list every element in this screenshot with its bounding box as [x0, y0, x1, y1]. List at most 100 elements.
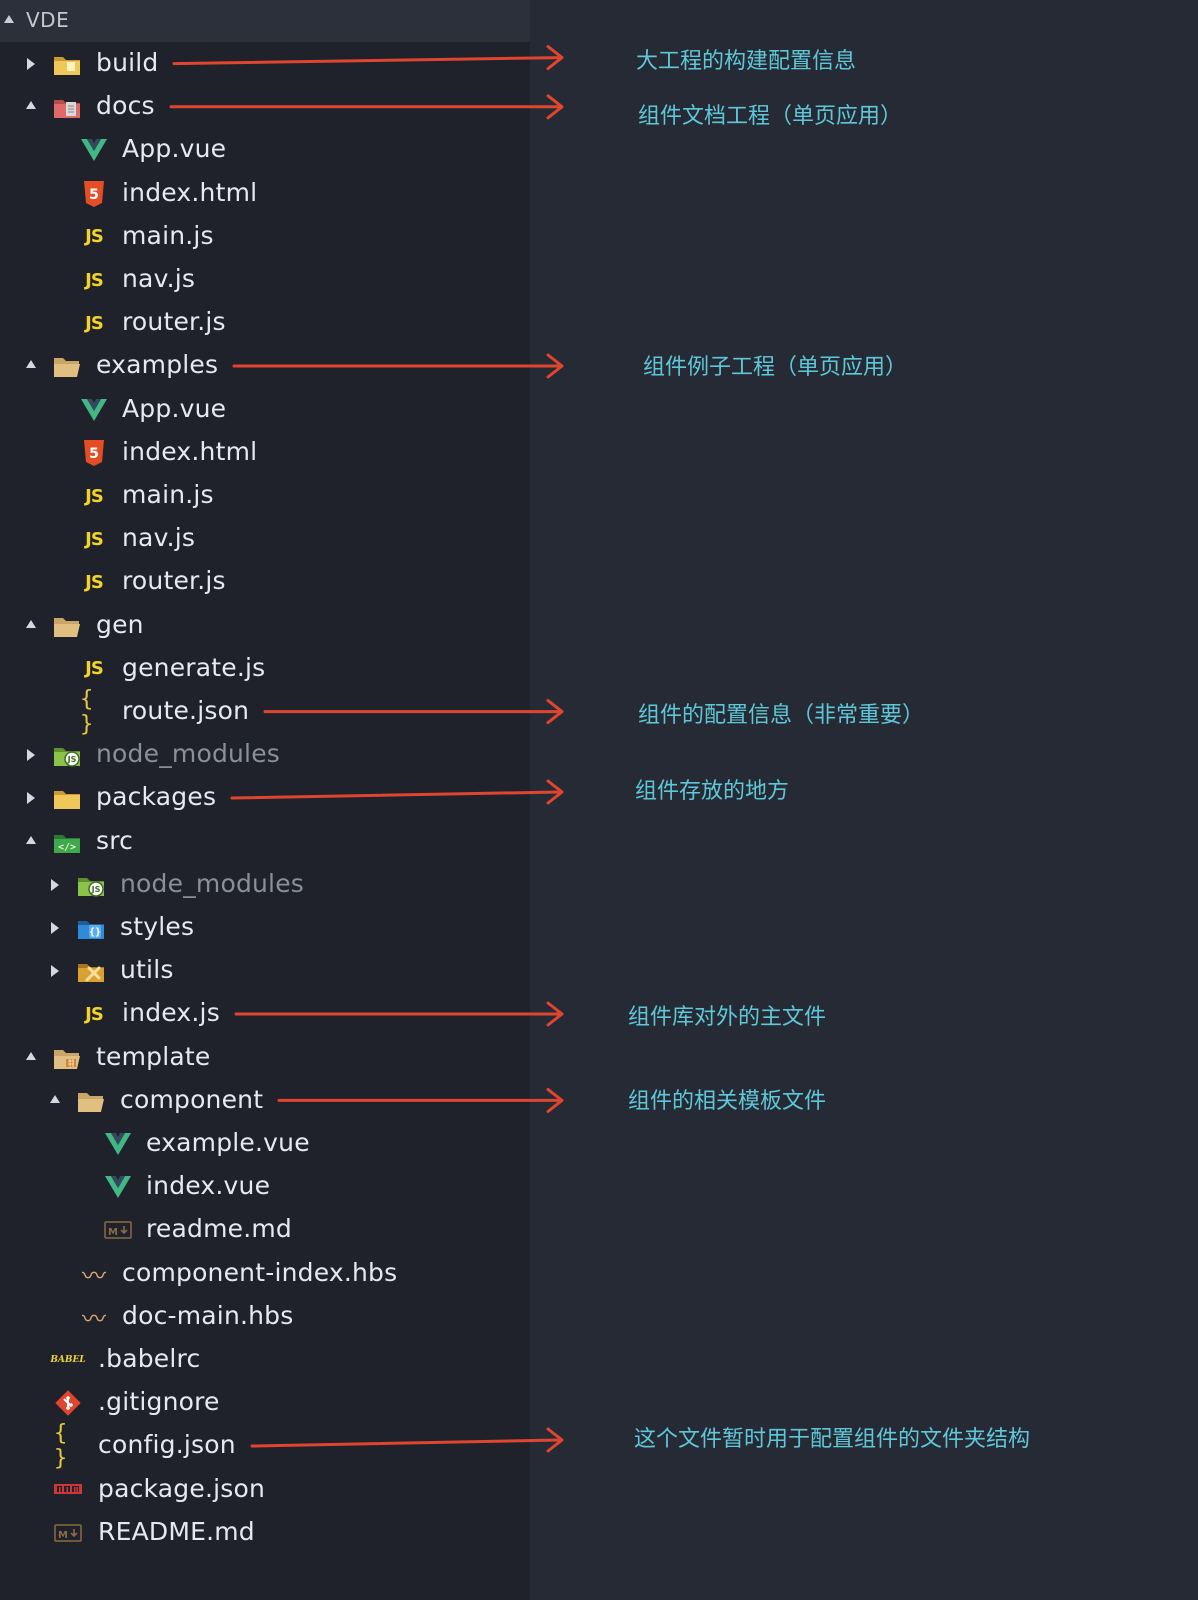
tree-item-src[interactable]: </> src	[0, 820, 530, 864]
utils-folder-icon	[77, 958, 105, 984]
markdown-icon: M	[104, 1217, 132, 1243]
tree-item-label: node_modules	[120, 868, 305, 898]
tree-item-label: route.json	[122, 696, 250, 725]
tree-item-package-json[interactable]: package.json	[0, 1468, 530, 1512]
svg-text:M: M	[58, 1530, 68, 1541]
tree-item-label: router.js	[122, 566, 226, 596]
build-folder-icon	[53, 51, 81, 77]
tree-item-label: nav.js	[122, 523, 196, 553]
expanded-arrow-icon[interactable]	[26, 101, 36, 110]
collapsed-arrow-icon[interactable]	[51, 878, 59, 891]
expanded-arrow-icon[interactable]	[26, 835, 36, 844]
js-icon: JS	[85, 1003, 104, 1025]
collapsed-arrow-icon[interactable]	[27, 58, 35, 70]
tree-item-label: README.md	[98, 1516, 255, 1546]
tree-item-babelrc[interactable]: BABEL.babelrc	[0, 1338, 530, 1382]
annotation-text: 组件库对外的主文件	[628, 1005, 827, 1030]
markdown-icon: M	[54, 1520, 82, 1546]
html5-icon: 5	[80, 439, 108, 466]
tree-item-label: utils	[120, 955, 174, 985]
expanded-arrow-icon[interactable]	[50, 1094, 60, 1103]
tree-item-app-vue[interactable]: App.vue	[0, 128, 530, 172]
collapsed-arrow-icon[interactable]	[27, 749, 35, 762]
tree-item-example-vue[interactable]: example.vue	[0, 1122, 530, 1166]
collapsed-arrow-icon[interactable]	[27, 792, 35, 805]
expanded-arrow-icon[interactable]	[26, 360, 36, 369]
tree-item-label: docs	[96, 91, 155, 121]
tree-item-label: build	[96, 48, 159, 77]
vue-icon	[80, 397, 108, 423]
tree-item-generate-js[interactable]: JS generate.js	[0, 647, 530, 691]
tree-item-gitignore[interactable]: .gitignore	[0, 1381, 530, 1425]
handlebars-icon: 〰	[82, 1305, 106, 1334]
tree-item-label: example.vue	[146, 1128, 310, 1157]
annotation-text: 组件的配置信息（非常重要）	[638, 702, 925, 728]
tree-item-template[interactable]: template	[0, 1036, 530, 1080]
tree-item-label: package.json	[98, 1473, 265, 1503]
svg-text:5: 5	[89, 446, 99, 462]
tree-item-index-html[interactable]: 5 index.html	[0, 172, 530, 216]
svg-text:M: M	[108, 1227, 118, 1238]
js-icon: JS	[85, 571, 104, 593]
tree-item-router-js[interactable]: JS router.js	[0, 560, 530, 604]
tree-item-app-vue[interactable]: App.vue	[0, 388, 530, 432]
tree-item-label: template	[96, 1041, 211, 1071]
tree-item-label: examples	[96, 350, 219, 380]
tree-item-route-json[interactable]: { } route.json	[0, 687, 530, 737]
tree-item-label: main.js	[122, 220, 214, 250]
project-header[interactable]: VDE	[0, 0, 530, 42]
tree-item-label: nav.js	[122, 264, 196, 293]
js-icon: JS	[85, 658, 104, 680]
tree-item-readme-md[interactable]: M README.md	[0, 1511, 530, 1555]
babel-icon: BABEL	[50, 1355, 86, 1365]
tree-item-label: src	[96, 825, 134, 855]
tree-item-examples[interactable]: examples	[0, 344, 530, 388]
tree-item-config-json[interactable]: { }config.json	[0, 1421, 530, 1471]
expanded-arrow-icon[interactable]	[26, 1051, 36, 1060]
template-folder-icon	[53, 1045, 81, 1071]
tree-item-label: config.json	[98, 1430, 236, 1460]
styles-folder-icon: {}	[77, 915, 105, 941]
collapsed-arrow-icon[interactable]	[51, 965, 59, 978]
annotation-text: 组件存放的地方	[635, 779, 790, 804]
tree-item-packages[interactable]: packages	[0, 776, 530, 820]
annotation-text: 组件的相关模板文件	[628, 1089, 827, 1115]
folder-open-icon	[53, 353, 81, 379]
tree-item-styles[interactable]: {} styles	[0, 906, 530, 950]
tree-item-component[interactable]: component	[0, 1079, 530, 1123]
tree-item-label: styles	[120, 912, 195, 941]
tree-item-component-index-hbs[interactable]: 〰component-index.hbs	[0, 1252, 530, 1296]
tree-item-index-vue[interactable]: index.vue	[0, 1165, 530, 1209]
vue-icon	[104, 1174, 132, 1200]
tree-item-label: generate.js	[122, 652, 266, 682]
svg-text:5: 5	[89, 187, 99, 203]
tree-item-doc-main-hbs[interactable]: 〰doc-main.hbs	[0, 1295, 530, 1339]
svg-text:</>: </>	[58, 842, 76, 853]
tree-item-build[interactable]: build	[0, 42, 530, 86]
json-braces-icon: { }	[80, 687, 94, 737]
collapsed-arrow-icon[interactable]	[51, 922, 59, 934]
vue-icon	[104, 1131, 132, 1157]
tree-item-docs[interactable]: docs	[0, 85, 530, 129]
tree-item-gen[interactable]: gen	[0, 604, 530, 648]
tree-item-label: index.vue	[146, 1171, 271, 1201]
project-toggle-arrow-icon[interactable]	[4, 15, 14, 23]
tree-item-label: index.html	[122, 177, 258, 207]
tree-item-utils[interactable]: utils	[0, 949, 530, 993]
expanded-arrow-icon[interactable]	[26, 619, 36, 628]
svg-text:JS: JS	[67, 755, 77, 764]
